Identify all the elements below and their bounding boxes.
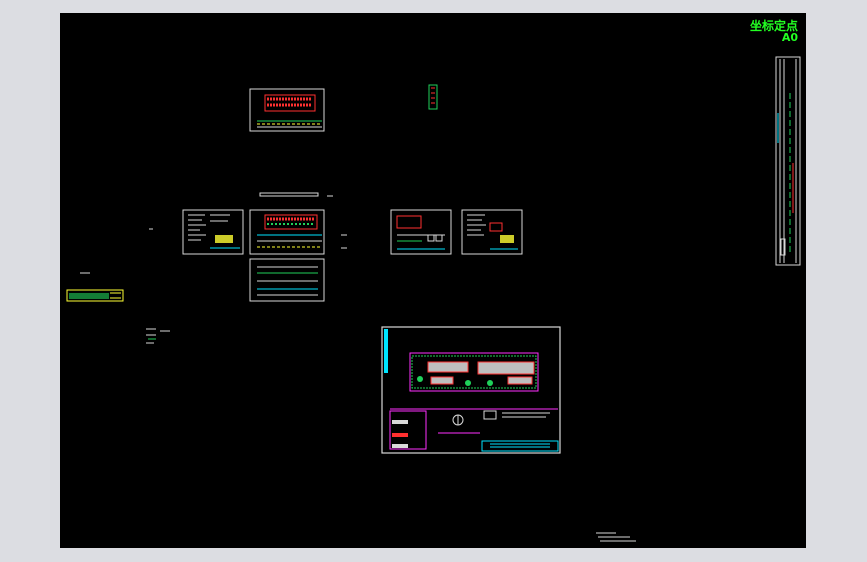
detail-column[interactable] [428, 84, 438, 110]
sheet-top-plan[interactable] [249, 88, 325, 132]
bottom-annotations [596, 532, 636, 542]
sheet-size-label: A0 [781, 31, 798, 44]
annotation-cluster [146, 328, 170, 344]
sheet-sections[interactable] [249, 258, 325, 302]
coordinate-title: 坐标定点 [749, 19, 798, 33]
legend-block[interactable] [66, 289, 124, 302]
sheet-detail-2[interactable] [390, 209, 452, 255]
sheet-notes-3[interactable] [461, 209, 523, 255]
sheet-notes-1[interactable] [182, 209, 244, 255]
title-strip[interactable] [775, 56, 801, 266]
sheet-site-plan[interactable] [381, 326, 561, 454]
coordinate-marks [80, 228, 347, 274]
drawing-geometry [66, 56, 801, 542]
section-strip[interactable] [259, 192, 333, 197]
sheet-elevation[interactable] [249, 209, 325, 255]
cad-model-space[interactable]: 坐标定点 A0 [60, 13, 806, 548]
